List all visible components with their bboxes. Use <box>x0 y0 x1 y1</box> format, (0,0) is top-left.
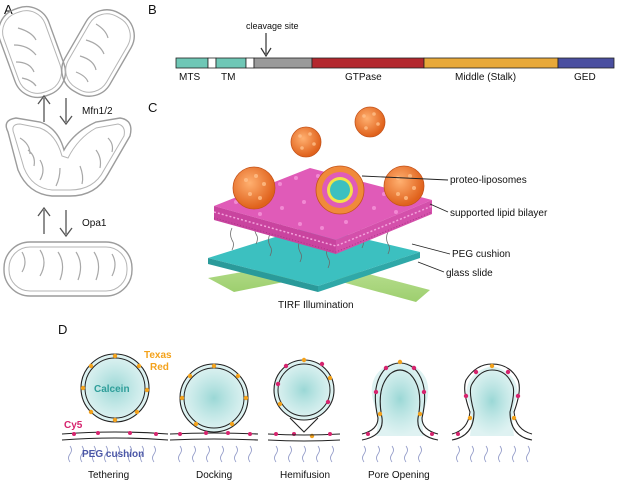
domain-label-middle: Middle (Stalk) <box>455 72 516 83</box>
mitochondrion-top-right <box>61 9 135 97</box>
panel-d-letter: D <box>58 322 67 337</box>
opa1-domain-bar <box>175 57 615 69</box>
docked-liposome-left <box>232 166 276 210</box>
panel-b-letter: B <box>148 2 157 17</box>
stage-label-pore-opening: Pore Opening <box>368 470 430 481</box>
domain-label-mts: MTS <box>179 72 200 83</box>
stage-label-tethering: Tethering <box>88 470 129 481</box>
mitochondrion-elongated <box>3 241 133 297</box>
mitochondrion-top-left <box>0 5 67 99</box>
label-texas-red-line2: Red <box>150 362 169 373</box>
domain-label-tm: TM <box>221 72 235 83</box>
callout-proteo-liposomes: proteo-liposomes <box>450 175 527 186</box>
label-calcein: Calcein <box>94 384 130 395</box>
panel-c-letter: C <box>148 100 157 115</box>
stage-tethering <box>61 353 169 441</box>
stage-label-hemifusion: Hemifusion <box>280 470 330 481</box>
arrow-label-opa: Opa1 <box>82 218 107 229</box>
mitochondrion-fused-v <box>5 117 132 197</box>
panel-a: A Mfn1/2 <box>0 2 135 297</box>
cutaway-liposome <box>315 165 365 215</box>
peg-cushion-squiggles <box>68 445 530 463</box>
panel-c: C <box>148 100 548 311</box>
fusion-arrows-opa <box>37 206 73 238</box>
label-texas-red-line1: Texas <box>144 350 172 361</box>
docked-liposome-right <box>383 165 425 207</box>
fusion-arrows-mfn <box>37 94 73 126</box>
domain-mts <box>175 57 209 69</box>
tirf-illumination-label: TIRF Illumination <box>278 300 354 311</box>
stage-full-fusion <box>451 363 533 441</box>
domain-spacer-2 <box>245 57 255 69</box>
callout-lines <box>361 175 451 273</box>
arrow-label-mfn: Mfn1/2 <box>82 106 113 117</box>
label-peg-cushion: PEG cushion <box>82 449 144 460</box>
callout-glass-slide: glass slide <box>446 268 493 279</box>
cleavage-arrow <box>260 33 272 58</box>
stage-docking <box>169 363 259 441</box>
callout-supported-lipid-bilayer: supported lipid bilayer <box>450 208 548 219</box>
domain-ged <box>557 57 615 69</box>
panel-d: D Texas <box>58 322 533 481</box>
domain-middle <box>423 57 559 69</box>
domain-linker <box>253 57 313 69</box>
domain-label-gtpase: GTPase <box>345 72 382 83</box>
label-cy5: Cy5 <box>64 420 83 431</box>
domain-gtpase <box>311 57 425 69</box>
stage-pore-opening <box>361 359 439 441</box>
domain-spacer-1 <box>207 57 217 69</box>
cleavage-site-label: cleavage site <box>246 21 299 31</box>
domain-label-ged: GED <box>574 72 596 83</box>
panel-a-letter: A <box>4 2 13 17</box>
floating-liposome-right <box>354 106 386 138</box>
panel-b: B cleavage site MTS TM GTPase Middle (St… <box>148 2 615 83</box>
domain-tm <box>215 57 247 69</box>
stage-label-docking: Docking <box>196 470 232 481</box>
stage-hemifusion <box>267 357 341 442</box>
callout-peg-cushion: PEG cushion <box>452 249 510 260</box>
floating-liposome-left <box>290 126 322 158</box>
